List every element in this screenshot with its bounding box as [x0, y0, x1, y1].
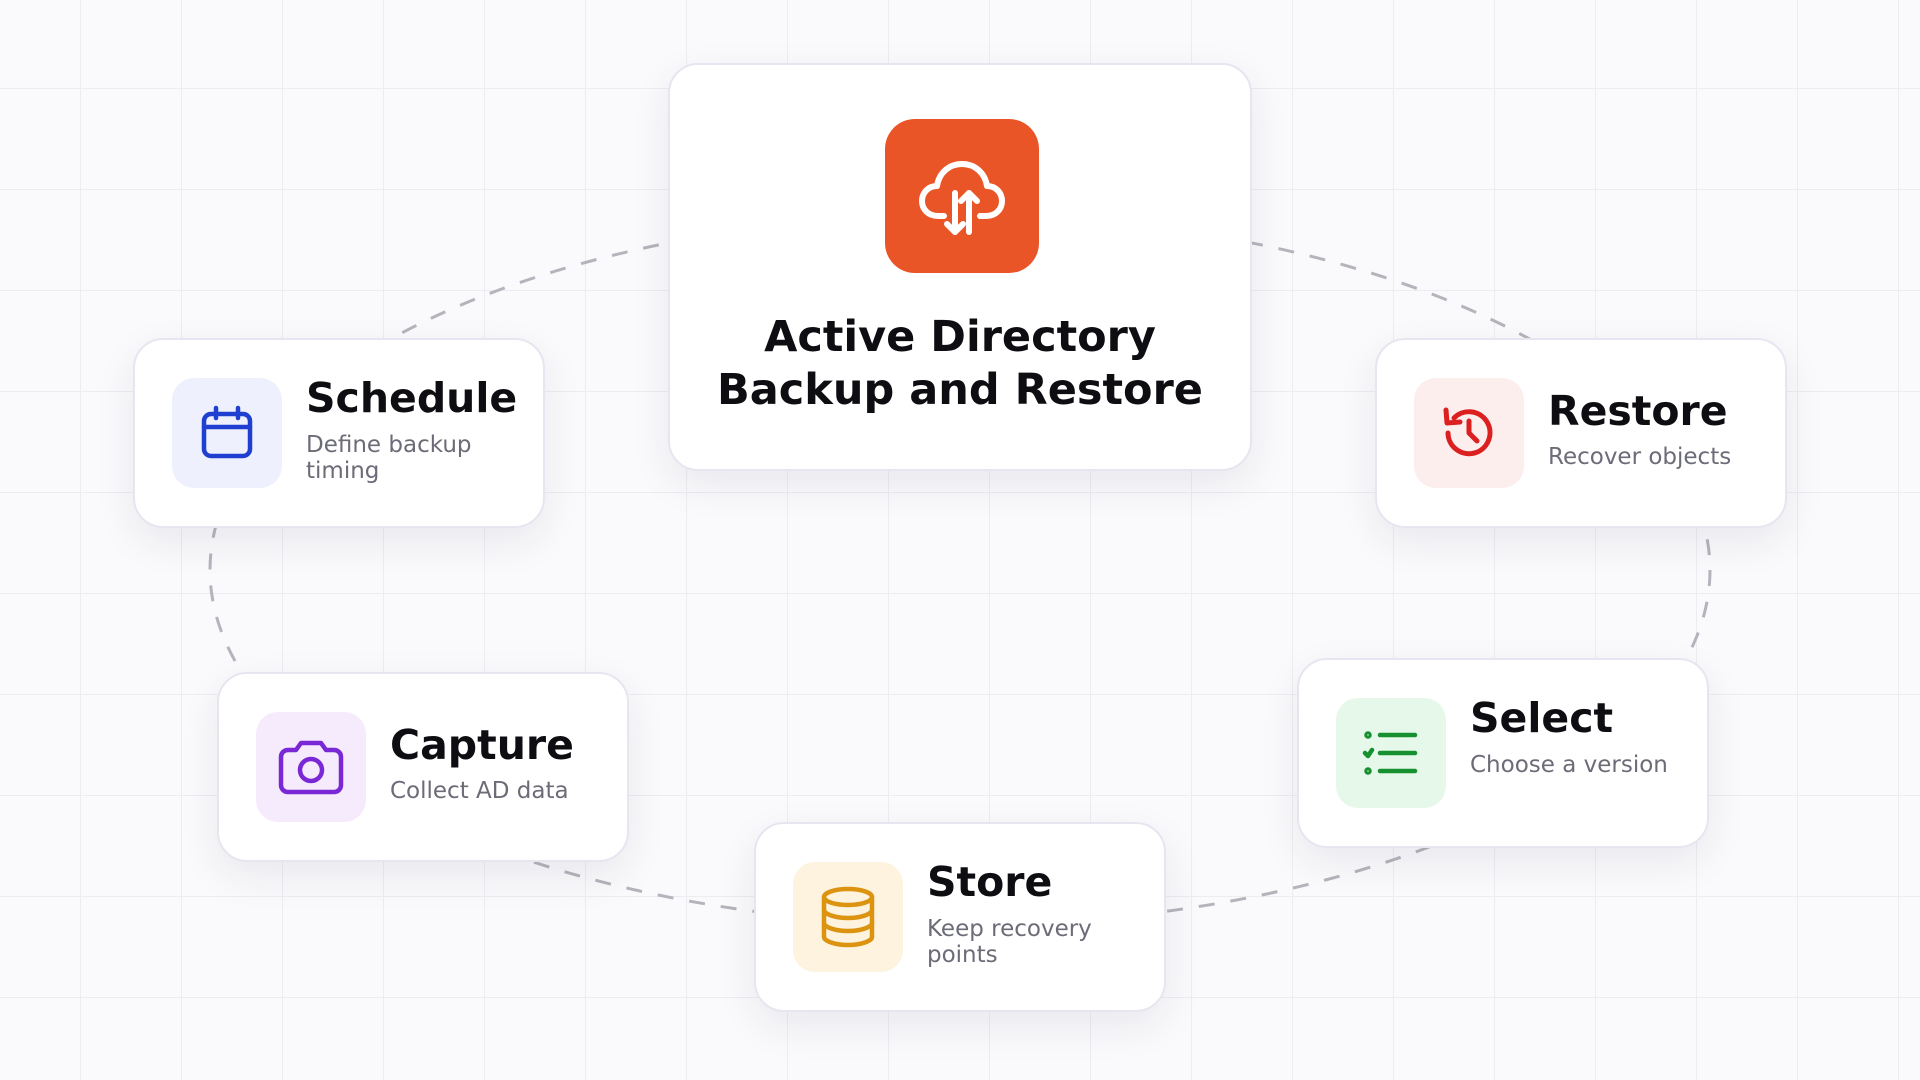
step-description-select: Choose a version: [1470, 752, 1668, 778]
step-card-schedule: Schedule Define backup timing: [133, 338, 545, 528]
step-card-select: Select Choose a version: [1297, 658, 1709, 848]
step-description-capture: Collect AD data: [390, 778, 569, 804]
step-card-store: Store Keep recovery points: [754, 822, 1166, 1012]
step-description-schedule: Define backup timing: [306, 432, 472, 484]
database-icon: [793, 862, 903, 972]
step-title-capture: Capture: [390, 721, 574, 769]
step-card-capture: Capture Collect AD data: [217, 672, 629, 862]
step-title-select: Select: [1470, 694, 1614, 742]
step-title-store: Store: [927, 858, 1053, 906]
step-description-restore: Recover objects: [1548, 444, 1732, 470]
step-title-schedule: Schedule: [306, 374, 518, 422]
step-title-restore: Restore: [1548, 387, 1728, 435]
history-icon: [1414, 378, 1524, 488]
step-description-store: Keep recovery points: [927, 916, 1092, 968]
calendar-icon: [172, 378, 282, 488]
checklist-icon: [1336, 698, 1446, 808]
cloud-sync-icon: [885, 119, 1039, 273]
step-card-restore: Restore Recover objects: [1375, 338, 1787, 528]
camera-icon: [256, 712, 366, 822]
